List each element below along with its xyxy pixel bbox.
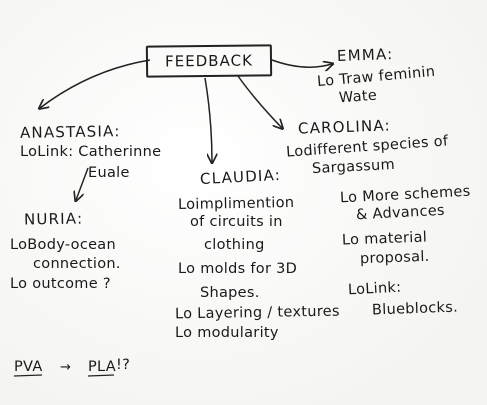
anastasia-note-2: Euale: [88, 165, 130, 181]
arrow-to-carolina: [237, 75, 282, 128]
footer-pla: PLA: [88, 359, 116, 375]
arrow-to-anastasia: [40, 59, 151, 108]
arrow-to-claudia: [204, 77, 212, 162]
underline-pla: [87, 374, 115, 377]
claudia-note-5: Shapes.: [200, 285, 260, 301]
branch-name-carolina: CAROLINA:: [297, 116, 392, 138]
arrow-to-emma: [271, 59, 332, 67]
nuria-note-2: connection.: [33, 256, 121, 272]
anastasia-note-1: LoLink: Catherinne: [20, 144, 162, 160]
claudia-note-7: Lo modularity: [175, 325, 279, 341]
emma-note-2: Wate: [338, 87, 378, 107]
root-label: FEEDBACK: [165, 51, 253, 71]
claudia-note-4: Lo molds for 3D: [178, 261, 298, 277]
nuria-note-1: LoBody-ocean: [10, 237, 116, 253]
branch-name-emma: EMMA:: [336, 45, 394, 65]
root-node-feedback: FEEDBACK: [145, 44, 273, 78]
carolina-note-8: Blueblocks.: [371, 299, 459, 319]
claudia-note-6: Lo Layering / textures: [174, 303, 340, 323]
branch-name-nuria: NURIA:: [23, 209, 84, 229]
underline-pva: [13, 374, 43, 377]
arrow-to-nuria: [76, 167, 89, 200]
branch-name-claudia: CLAUDIA:: [199, 165, 282, 189]
claudia-note-1: Loimplimention: [177, 194, 295, 214]
nuria-note-3: Lo outcome ?: [10, 276, 111, 292]
footer-mark: !?: [116, 357, 131, 373]
carolina-note-7: LoLink:: [347, 279, 402, 299]
footer-arrow-icon: →: [60, 360, 72, 375]
claudia-note-2: of circuits in: [190, 214, 283, 230]
claudia-note-3: clothing: [204, 237, 265, 253]
branch-name-anastasia: ANASTASIA:: [19, 122, 121, 142]
carolina-note-5: Lo material: [341, 229, 428, 249]
carolina-note-6: proposal.: [359, 248, 430, 268]
footer-pva: PVA: [14, 359, 43, 375]
